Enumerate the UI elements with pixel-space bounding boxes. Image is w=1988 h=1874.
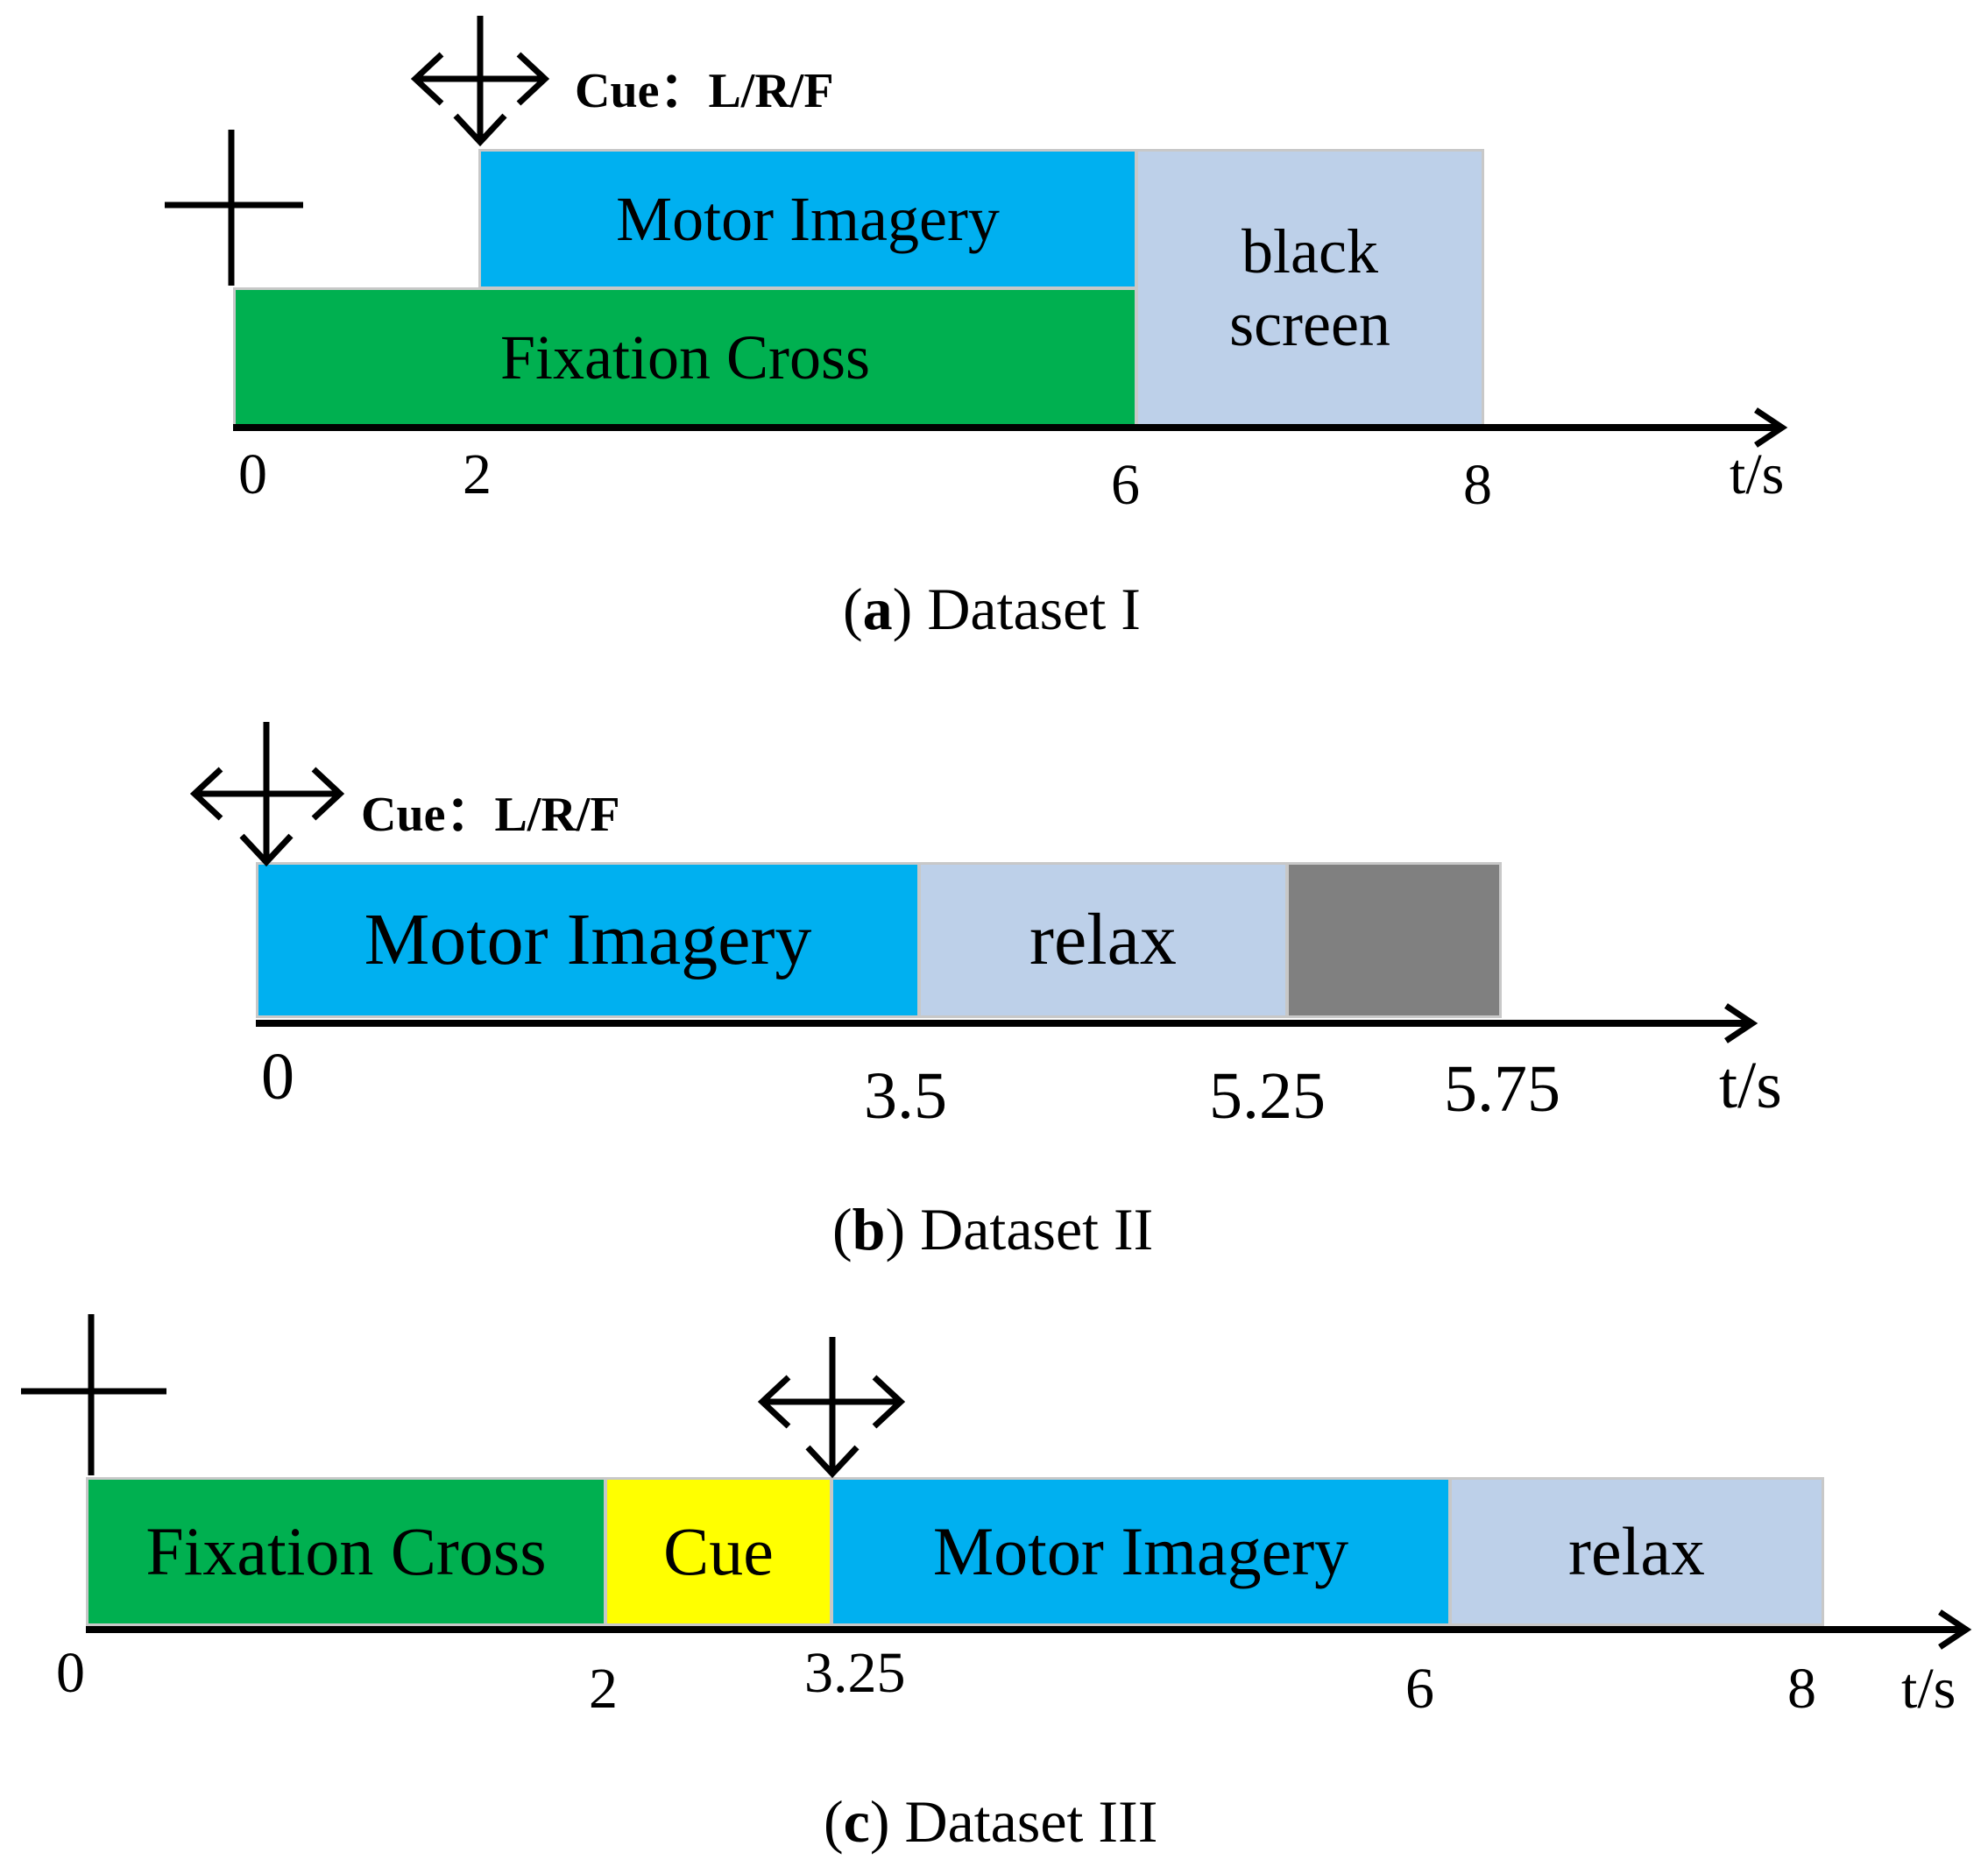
block-motor-imagery: Motor Imagery xyxy=(256,862,920,1018)
axis-arrowhead xyxy=(1754,407,1788,448)
tick-label: 2 xyxy=(463,442,492,506)
tick-label: 5.75 xyxy=(1444,1052,1560,1126)
block-black-screen: black screen xyxy=(1135,149,1484,428)
axis-label: t/s xyxy=(1730,442,1785,506)
cue-arrows-icon xyxy=(757,1337,906,1479)
block-relax: relax xyxy=(1449,1477,1824,1626)
tick-label: 8 xyxy=(1787,1657,1816,1721)
tick-label: 0 xyxy=(238,442,267,506)
fixation-cross-icon xyxy=(21,1314,166,1475)
axis-label: t/s xyxy=(1719,1049,1782,1122)
block-fixation-cross: Fixation Cross xyxy=(86,1477,606,1626)
block-motor-imagery: Motor Imagery xyxy=(478,149,1137,289)
block-motor-imagery: Motor Imagery xyxy=(831,1477,1451,1626)
caption-c: (c) Dataset III xyxy=(824,1788,1158,1855)
cue-arrows-icon xyxy=(189,722,345,867)
caption-b: (b) Dataset II xyxy=(832,1196,1154,1262)
tick-label: 0 xyxy=(261,1040,294,1114)
axis-label: t/s xyxy=(1901,1657,1956,1721)
axis-arrowhead xyxy=(1724,1003,1758,1043)
cue-label: Cue：L/R/F xyxy=(575,64,834,118)
tick-label: 6 xyxy=(1111,453,1140,517)
tick-label: 8 xyxy=(1463,453,1492,517)
tick-label: 3.25 xyxy=(804,1641,906,1705)
cue-arrows-icon xyxy=(410,16,550,147)
tick-label: 2 xyxy=(589,1657,618,1721)
block-relax: relax xyxy=(918,862,1288,1018)
tick-label: 3.5 xyxy=(864,1059,947,1133)
tick-label: 6 xyxy=(1405,1657,1434,1721)
cue-label: Cue：L/R/F xyxy=(361,788,620,842)
fixation-cross-icon xyxy=(165,130,303,286)
tick-label: 0 xyxy=(56,1641,85,1705)
axis-arrowhead xyxy=(1938,1609,1972,1650)
block-cue: Cue xyxy=(605,1477,832,1626)
caption-a: (a) Dataset I xyxy=(843,576,1141,642)
tick-label: 5.25 xyxy=(1209,1059,1326,1133)
block-gray xyxy=(1286,862,1502,1018)
